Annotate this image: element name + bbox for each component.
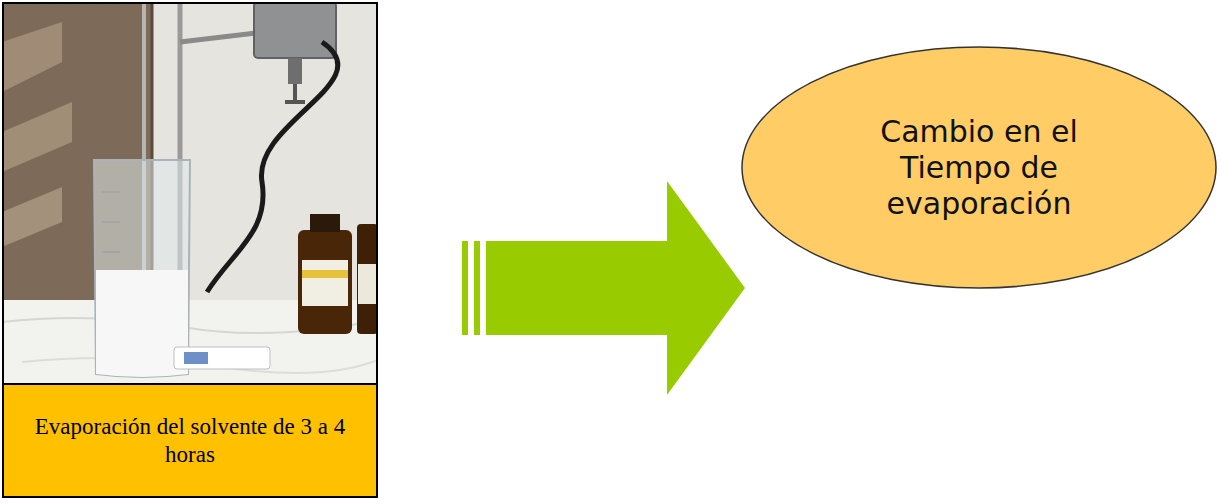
bottle-label-stripe (302, 270, 348, 278)
bottle-label (302, 260, 348, 306)
light-streak (2, 102, 72, 172)
clamp (180, 32, 264, 42)
arrow-stripe (462, 241, 468, 335)
amber-bottle (298, 230, 352, 334)
stirrer-chuck (288, 58, 302, 84)
beaker-mark (102, 221, 120, 223)
bottle-cap (310, 214, 340, 232)
result-ellipse: Cambio en el Tiempo de evaporación (740, 45, 1218, 290)
caption-text: Evaporación del solvente de 3 a 4 horas (25, 413, 355, 468)
photo-panel: Evaporación del solvente de 3 a 4 horas (2, 2, 378, 498)
caption-band: Evaporación del solvente de 3 a 4 horas (4, 383, 376, 496)
beaker-mark (102, 251, 120, 253)
bottle-label (358, 264, 378, 304)
timer-device (174, 347, 270, 369)
block-arrow (462, 181, 745, 395)
amber-bottle (357, 224, 378, 334)
ellipse-shape (742, 47, 1216, 288)
ellipse-label: Cambio en el Tiempo de evaporación (844, 114, 1114, 222)
stirrer-blade (285, 100, 305, 104)
lab-photo (2, 2, 378, 385)
arrow-stripe (474, 241, 480, 335)
beaker (94, 160, 190, 377)
light-streak (2, 187, 62, 247)
timer-display (184, 352, 208, 364)
stirrer-motor (254, 2, 336, 58)
wall-dark (2, 2, 378, 385)
light-streak (2, 22, 62, 92)
arrow-body (486, 181, 745, 395)
beaker-mark (102, 191, 120, 193)
stirrer-shaft (293, 84, 297, 102)
